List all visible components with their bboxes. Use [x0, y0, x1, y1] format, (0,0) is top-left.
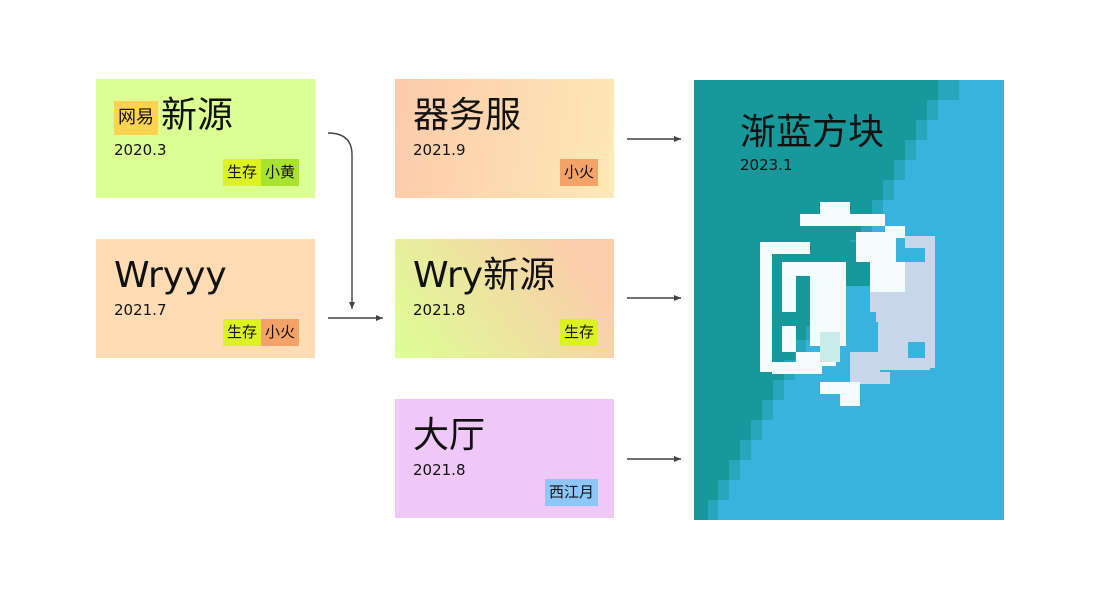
- card-wryyy[interactable]: Wryyy 2021.7 生存 小火: [96, 239, 315, 358]
- tag-group: 生存 小黄: [222, 159, 299, 186]
- card-date: 2021.7: [114, 301, 167, 319]
- card-title: 大厅: [413, 415, 486, 456]
- tag-xiaohuang: 小黄: [260, 159, 299, 186]
- card-date: 2021.9: [413, 141, 466, 159]
- cube-logo-icon: [760, 202, 935, 406]
- card-wry-xinyuan[interactable]: Wry新源 2021.8 生存: [395, 239, 614, 358]
- card-title: 器务服: [413, 95, 522, 136]
- arrow-netease-to-wryxinyuan: [327, 132, 355, 309]
- card-jianlan-fangkuai[interactable]: 渐蓝方块 2023.1: [694, 80, 1004, 520]
- tag-group: 生存: [559, 319, 598, 346]
- card-netease-xinyuan[interactable]: 网易新源 2020.3 生存 小黄: [96, 79, 315, 198]
- card-title: 渐蓝方块: [740, 112, 885, 153]
- card-date: 2020.3: [114, 141, 167, 159]
- card-title: Wryyy: [114, 255, 227, 296]
- card-title: 网易新源: [114, 95, 233, 137]
- card-date: 2021.8: [413, 301, 466, 319]
- tag-survival: 生存: [222, 319, 261, 346]
- tag-group: 生存 小火: [222, 319, 299, 346]
- card-qiwufu[interactable]: 器务服 2021.9 小火: [395, 79, 614, 198]
- card-title-text: 新源: [161, 95, 234, 136]
- card-date: 2023.1: [740, 156, 793, 174]
- tag-xiaohuo: 小火: [260, 319, 299, 346]
- card-dating[interactable]: 大厅 2021.8 西江月: [395, 399, 614, 518]
- card-title: Wry新源: [413, 255, 556, 296]
- tag-survival: 生存: [222, 159, 261, 186]
- tag-survival: 生存: [559, 319, 598, 346]
- tag-group: 小火: [559, 159, 598, 186]
- card-date: 2021.8: [413, 461, 466, 479]
- tag-xiaohuo: 小火: [559, 159, 598, 186]
- netease-prefix-badge: 网易: [114, 101, 158, 135]
- tag-group: 西江月: [544, 479, 598, 506]
- tag-xijiangyue: 西江月: [544, 479, 598, 506]
